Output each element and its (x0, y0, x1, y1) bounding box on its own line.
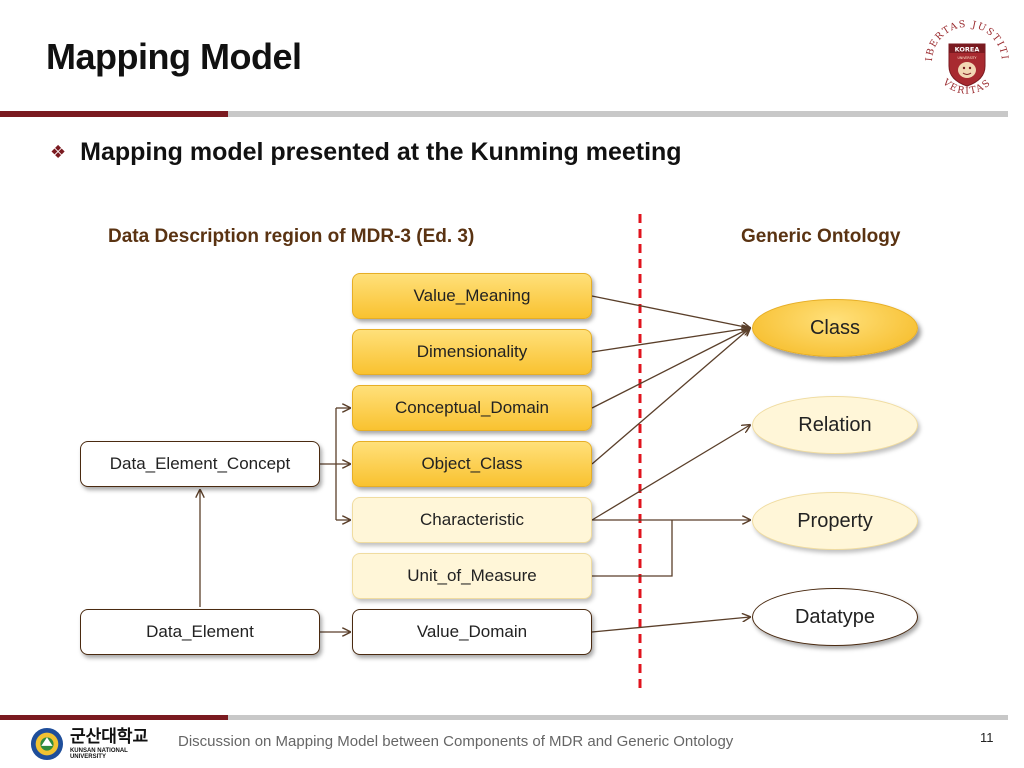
korea-university-emblem: LIBERTAS JUSTITIA VERITAS KOREA UNIVERSI… (922, 14, 1009, 97)
top-rule-gray (228, 111, 1008, 117)
left-heading: Data Description region of MDR-3 (Ed. 3) (108, 226, 475, 247)
conceptual-domain-box: Conceptual_Domain (352, 385, 592, 431)
right-heading: Generic Ontology (741, 226, 901, 247)
characteristic-box: Characteristic (352, 497, 592, 543)
university-name-en: KUNSAN NATIONAL UNIVERSITY (69, 748, 128, 760)
dimensionality-box: Dimensionality (352, 329, 592, 375)
top-rule-accent (0, 111, 228, 117)
value-meaning-box: Value_Meaning (352, 273, 592, 319)
shield-banner-subtext: UNIVERSITY (958, 56, 977, 60)
arrow-value-domain-to-datatype (591, 617, 750, 633)
relation-ellipse: Relation (752, 396, 918, 454)
connector-unit-of-measure-to-property (592, 520, 673, 577)
diamond-bullet-icon: ❖ (50, 142, 67, 162)
bullet-item: ❖ Mapping model presented at the Kunming… (50, 138, 682, 167)
data-element-concept-box: Data_Element_Concept (80, 441, 320, 487)
page-number: 11 (980, 730, 994, 745)
value-domain-box: Value_Domain (352, 609, 592, 655)
arrow-value-meaning-to-class (591, 295, 750, 328)
object-class-box: Object_Class (352, 441, 592, 487)
bottom-rule-accent (0, 715, 228, 720)
slide-title: Mapping Model (46, 36, 302, 77)
data-element-box: Data_Element (80, 609, 320, 655)
bottom-rule-gray (228, 715, 1008, 720)
arrow-dimensionality-to-class (591, 328, 750, 353)
property-ellipse: Property (752, 492, 918, 550)
unit-of-measure-box: Unit_of_Measure (352, 553, 592, 599)
arrow-characteristic-to-relation (591, 425, 750, 521)
class-ellipse: Class (752, 299, 918, 357)
footer-caption: Discussion on Mapping Model between Comp… (178, 733, 734, 750)
bullet-text: Mapping model presented at the Kunming m… (80, 138, 682, 166)
university-name-ko: 군산대학교 (69, 727, 149, 746)
shield-banner-text: KOREA (955, 46, 980, 54)
arrow-object-class-to-class (591, 328, 750, 465)
arrow-conceptual-domain-to-class (591, 328, 750, 409)
university-logo: 군산대학교 KUNSAN NATIONAL UNIVERSITY (30, 724, 160, 764)
datatype-ellipse: Datatype (752, 588, 918, 646)
university-emblem-icon (30, 727, 64, 761)
